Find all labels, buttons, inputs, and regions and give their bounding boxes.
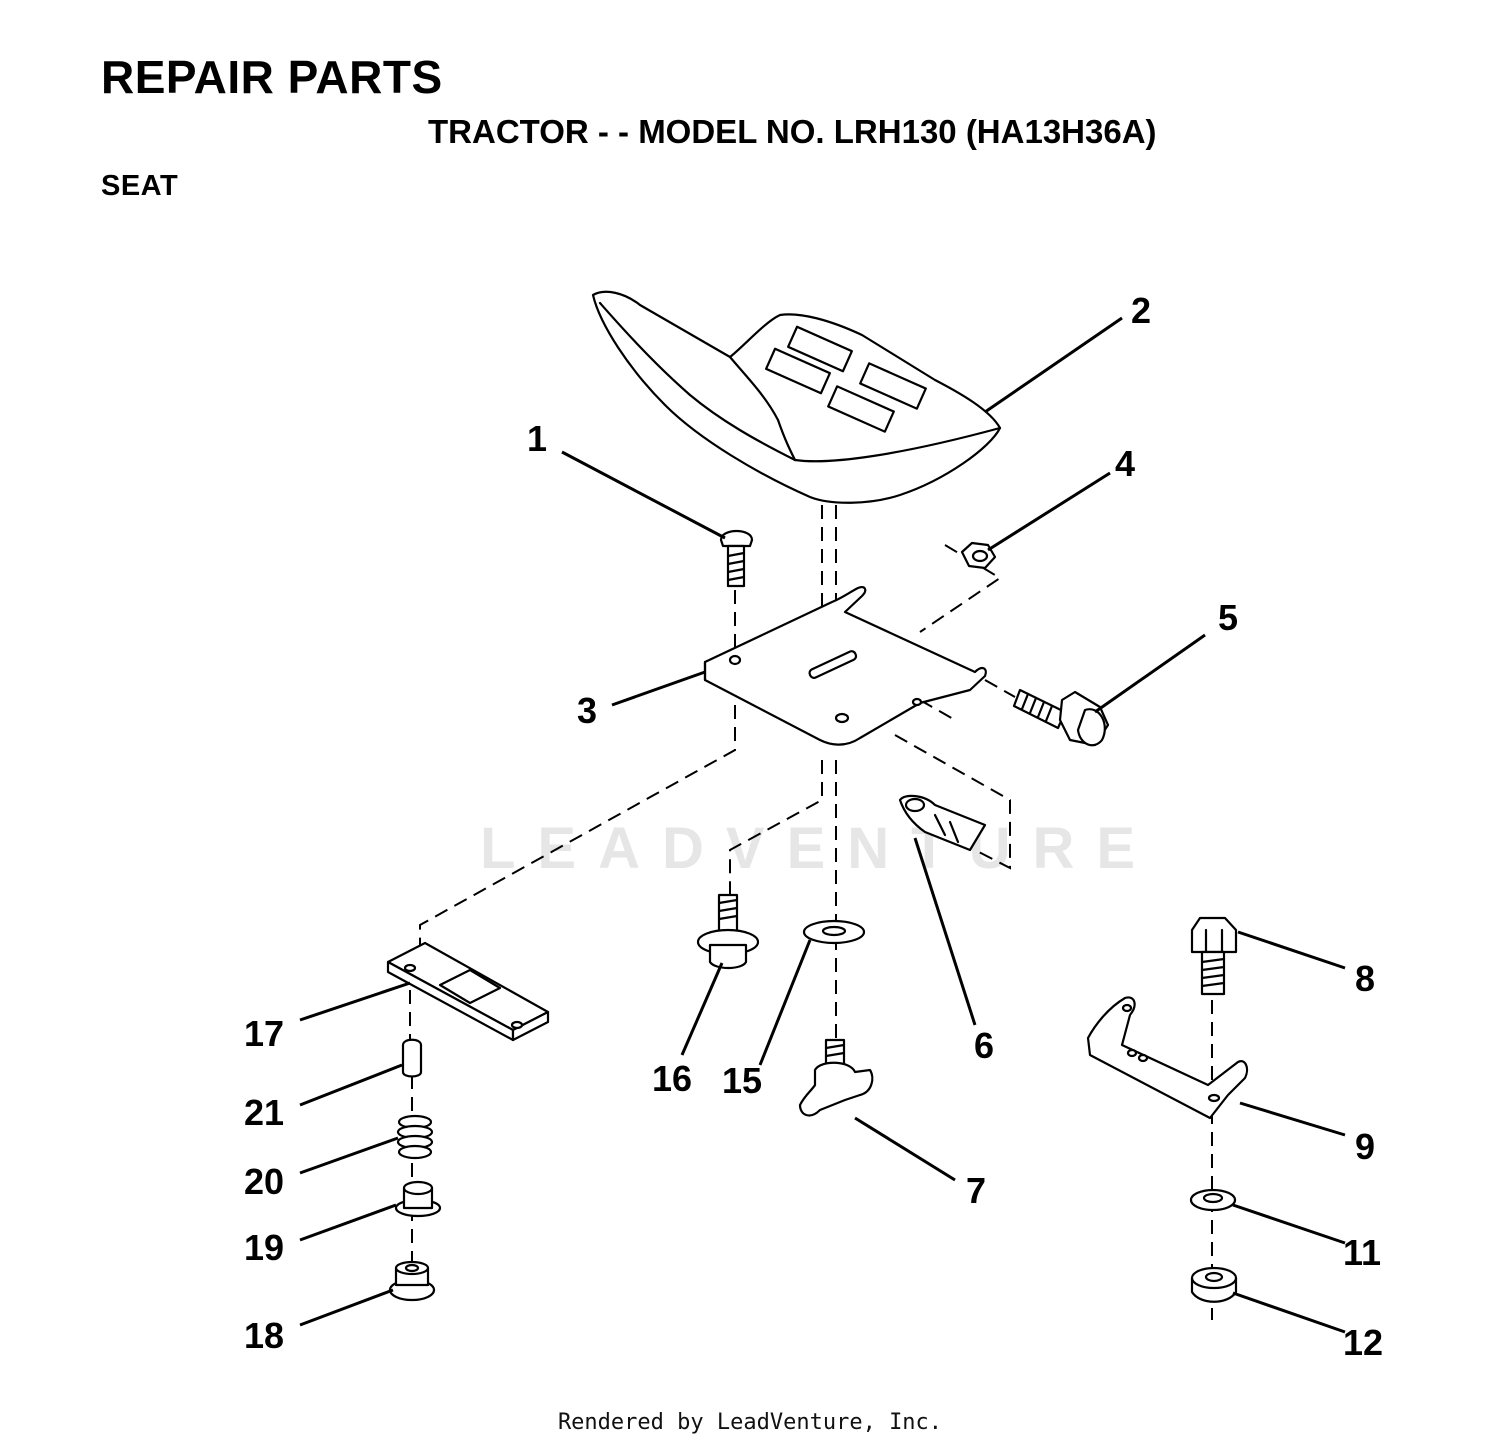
spring bbox=[396, 1114, 434, 1160]
lock-nut bbox=[1190, 1266, 1238, 1303]
shoulder-bolt bbox=[696, 893, 760, 970]
callout-15: 15 bbox=[722, 1060, 762, 1101]
page-title: REPAIR PARTS bbox=[101, 51, 443, 103]
hex-bolt-bracket bbox=[1190, 916, 1238, 996]
hex-bolt bbox=[1012, 688, 1110, 747]
callout-3: 3 bbox=[577, 690, 597, 731]
callout-2: 2 bbox=[1131, 290, 1151, 331]
lock-washer bbox=[1189, 1188, 1237, 1212]
callout-11: 11 bbox=[1343, 1232, 1381, 1273]
callout-6: 6 bbox=[974, 1025, 994, 1066]
callout-21: 21 bbox=[244, 1092, 284, 1133]
callout-19: 19 bbox=[244, 1227, 284, 1268]
section-title: SEAT bbox=[101, 170, 179, 202]
seat-switch-clip bbox=[898, 794, 987, 852]
watermark-text: LEADVENTURE bbox=[480, 816, 1158, 881]
slide-plate bbox=[386, 941, 550, 1042]
callout-17: 17 bbox=[244, 1013, 284, 1054]
callout-5: 5 bbox=[1218, 597, 1238, 638]
hex-nut bbox=[960, 541, 997, 570]
callout-20: 20 bbox=[244, 1161, 284, 1202]
model-subtitle: TRACTOR - - MODEL NO. LRH130 (HA13H36A) bbox=[428, 113, 1157, 150]
flange-nut bbox=[388, 1260, 436, 1302]
callout-4: 4 bbox=[1115, 443, 1135, 484]
callout-7: 7 bbox=[966, 1170, 986, 1211]
seat-bracket bbox=[703, 586, 987, 746]
seat bbox=[591, 290, 1002, 504]
callout-leader-lines bbox=[299, 316, 1346, 1334]
callout-16: 16 bbox=[652, 1058, 692, 1099]
footer-credit: Rendered by LeadVenture, Inc. bbox=[557, 1410, 943, 1435]
bushing bbox=[394, 1180, 442, 1218]
callout-9: 9 bbox=[1355, 1126, 1375, 1167]
callout-8: 8 bbox=[1355, 958, 1375, 999]
callout-1: 1 bbox=[527, 418, 547, 459]
callout-numbers: 1 2 3 4 5 6 7 8 9 11 12 15 16 17 18 19 2… bbox=[244, 290, 1383, 1363]
wing-knob bbox=[798, 1038, 874, 1117]
angle-bracket bbox=[1086, 996, 1249, 1120]
carriage-bolt bbox=[719, 529, 754, 588]
callout-12: 12 bbox=[1343, 1322, 1383, 1363]
callout-18: 18 bbox=[244, 1315, 284, 1356]
pin bbox=[401, 1038, 423, 1078]
flat-washer bbox=[802, 919, 866, 945]
